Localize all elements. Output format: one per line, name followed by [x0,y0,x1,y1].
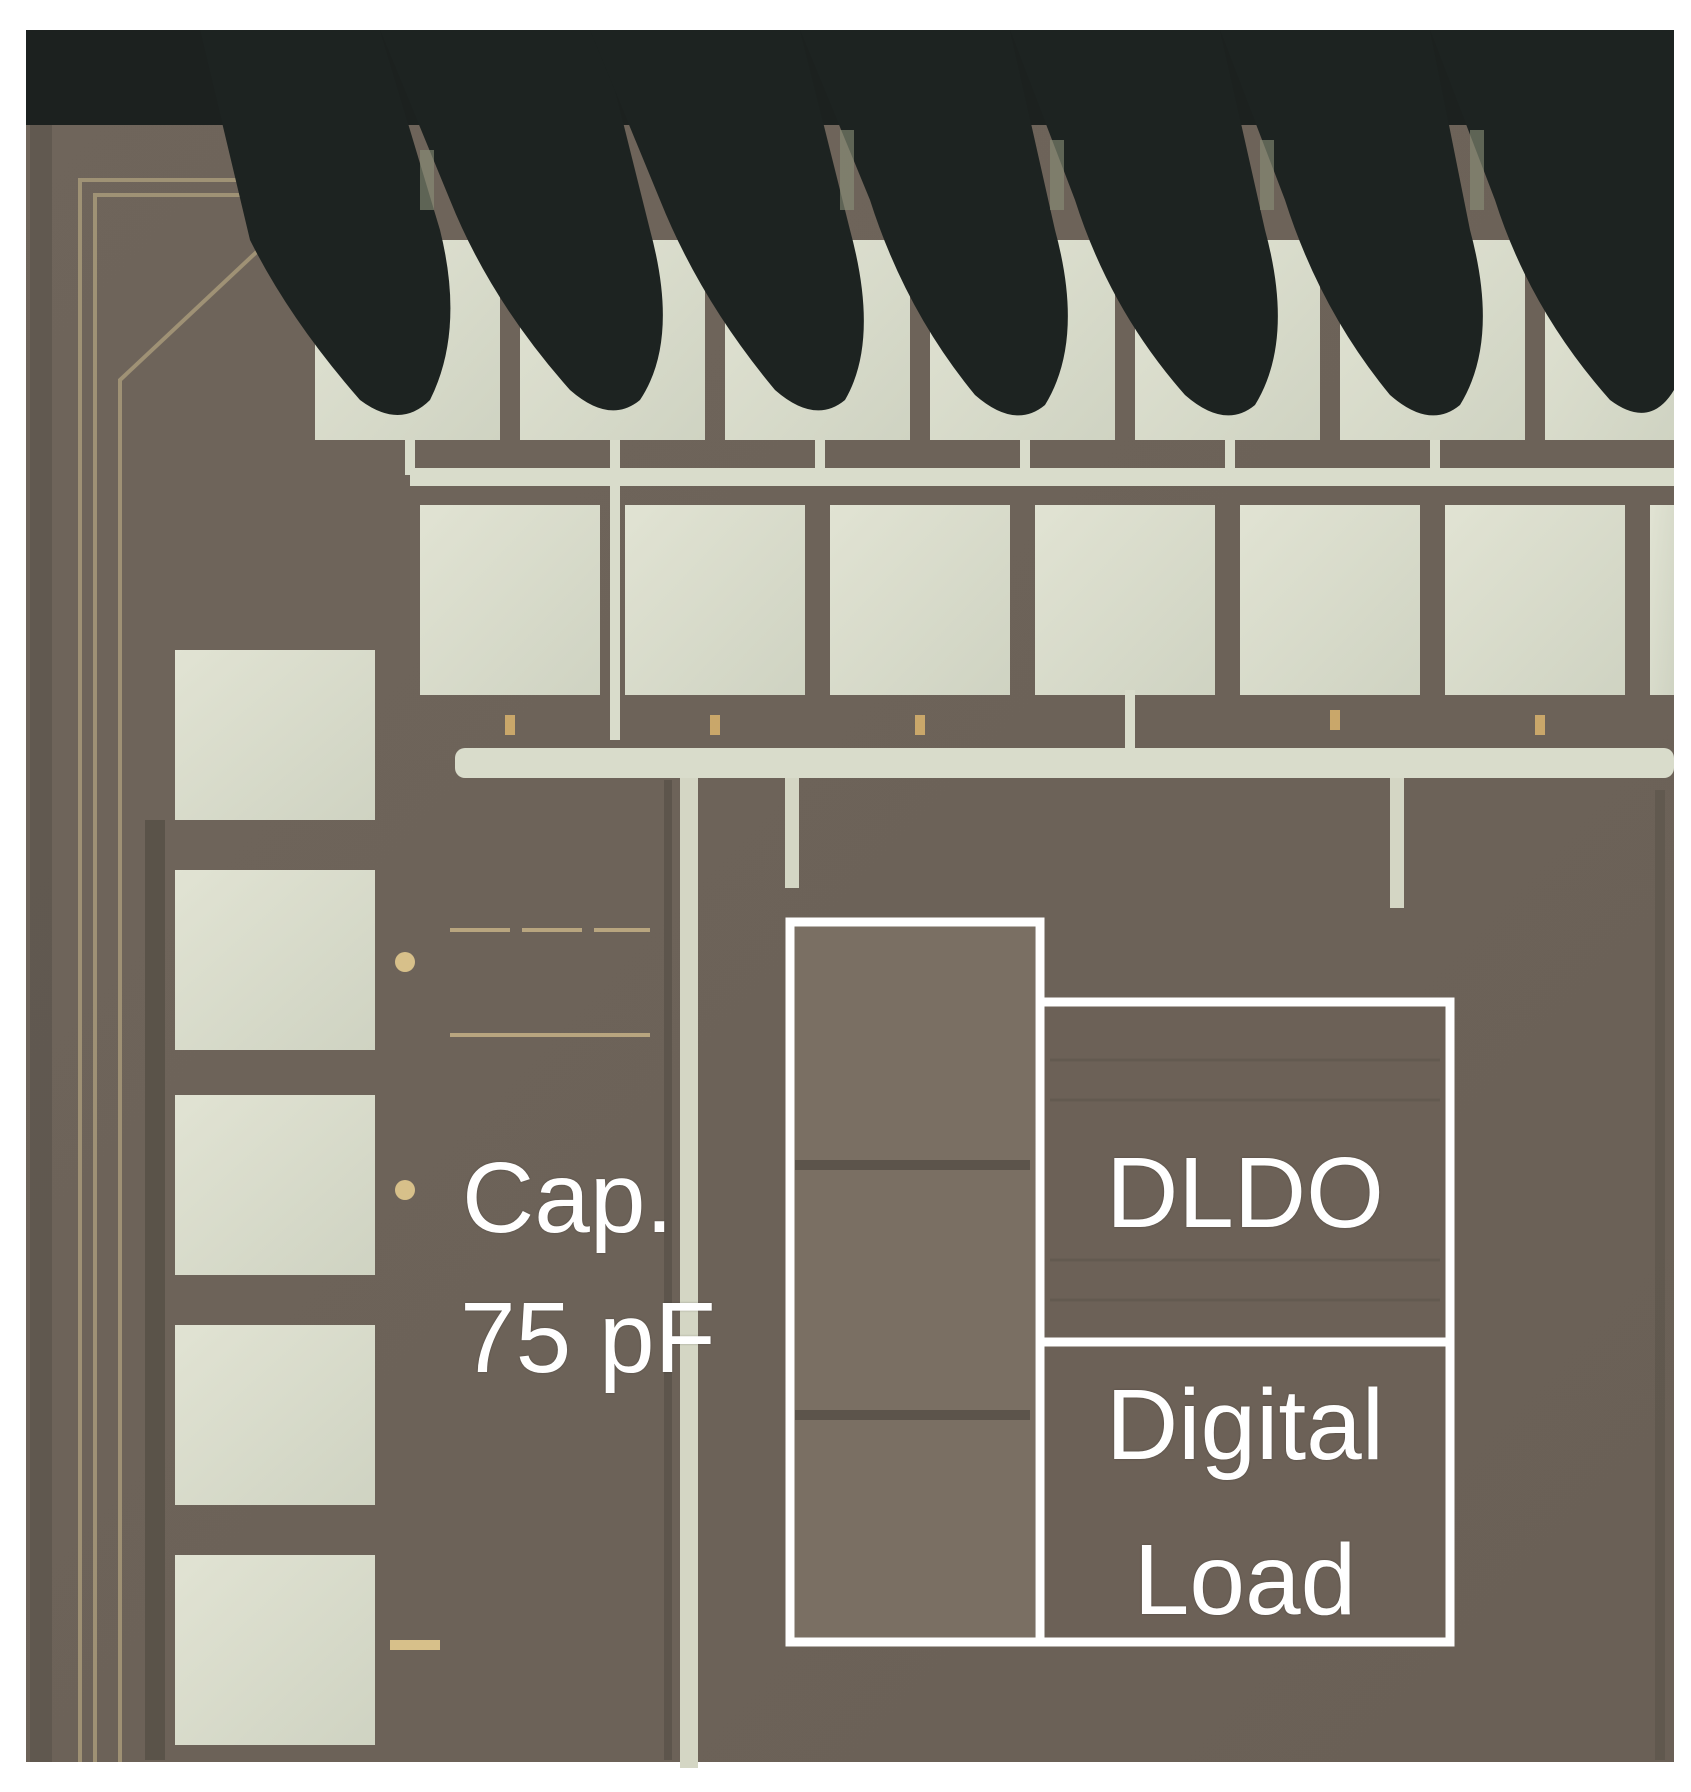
dldo-label: DLDO [1106,1137,1384,1249]
probe-tips [200,30,1674,416]
annotation-outlines [785,917,1455,1647]
digital-load-label-line1: Digital [1106,1369,1384,1481]
cap-label-line2: 75 pF [460,1282,716,1394]
digital-load-outline [1035,1337,1455,1647]
capacitor-block [790,922,1035,1642]
digital-load-label-line2: Load [1133,1524,1357,1636]
seal-ring [78,178,282,1762]
second-pad-row [420,505,1674,695]
cap-label-line1: Cap. [462,1142,674,1254]
left-pad-column [175,650,375,1745]
